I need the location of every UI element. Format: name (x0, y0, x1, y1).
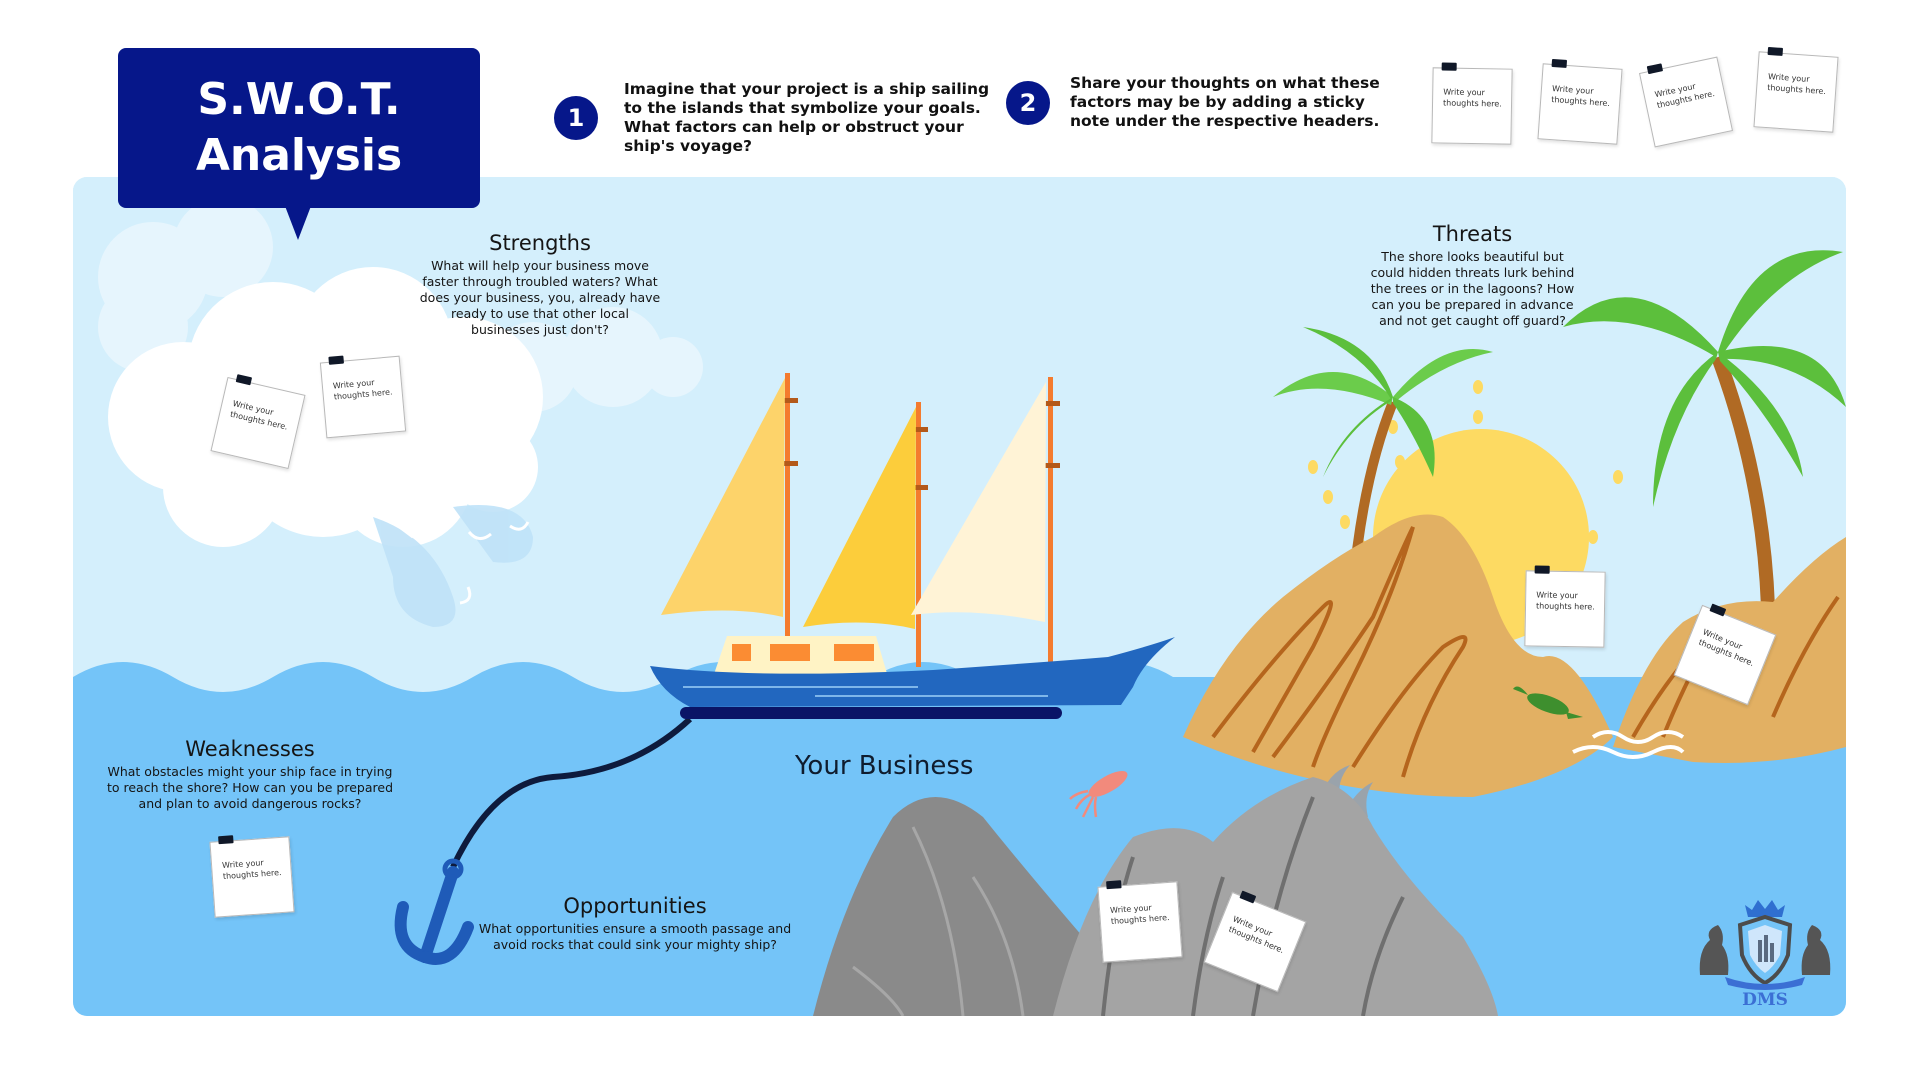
weaknesses-heading: Weaknesses (185, 737, 315, 761)
splash-icon (1572, 730, 1685, 759)
opportunities-description: What opportunities ensure a smooth passa… (478, 921, 792, 952)
sticky-note-template[interactable]: Write your thoughts here. (1753, 46, 1839, 133)
page-title: S.W.O.T. Analysis (118, 48, 480, 208)
tape-icon (218, 835, 234, 845)
strengths-sticky-note[interactable]: Write your thoughts here. (319, 355, 407, 439)
sticky-note-template[interactable]: Write your thoughts here. (1537, 58, 1623, 145)
tape-icon (328, 355, 345, 365)
weaknesses-section: Weaknesses What obstacles might your shi… (100, 736, 400, 812)
tape-icon (1551, 58, 1568, 68)
step-number-badge: 2 (1006, 80, 1050, 125)
step-text: Imagine that your project is a ship sail… (624, 80, 990, 155)
tape-icon (1441, 62, 1457, 71)
anchor-rope (450, 716, 693, 869)
sticky-note-text: Write your thoughts here. (1227, 914, 1286, 955)
sailboat-icon (650, 373, 1175, 719)
wind-icon (373, 505, 533, 627)
threats-section: Threats The shore looks beautiful but co… (1370, 221, 1575, 329)
sticky-note-text: Write your thoughts here. (1697, 627, 1756, 668)
opportunities-sticky-note[interactable]: Write your thoughts here. (1097, 880, 1183, 963)
logo-text: DMS (1742, 990, 1788, 1010)
dms-logo: DMS (1690, 895, 1840, 1015)
sticky-note-text: Write your thoughts here. (1653, 81, 1716, 110)
title-line-1: S.W.O.T. (197, 74, 401, 125)
sticky-note-text: Write your thoughts here. (229, 398, 289, 432)
threats-description: The shore looks beautiful but could hidd… (1370, 249, 1575, 328)
sticky-note-template[interactable]: Write your thoughts here. (1638, 56, 1734, 148)
strengths-section: Strengths What will help your business m… (415, 230, 665, 338)
opportunities-heading: Opportunities (563, 894, 707, 918)
crocodile-icon (1513, 686, 1583, 719)
tape-icon (1106, 880, 1122, 890)
sticky-note-text: Write your thoughts here. (1766, 72, 1827, 97)
threats-heading: Threats (1432, 222, 1513, 246)
step-text: Share your thoughts on what these factor… (1070, 74, 1380, 130)
crest-icon (1699, 900, 1831, 990)
weaknesses-description: What obstacles might your ship face in t… (106, 764, 394, 811)
your-business-label: Your Business (795, 751, 974, 781)
strengths-description: What will help your business move faster… (419, 258, 661, 337)
palm-tree-icon (1563, 250, 1846, 608)
weaknesses-sticky-note[interactable]: Write your thoughts here. (209, 835, 295, 918)
sticky-note-text: Write your thoughts here. (1550, 84, 1611, 109)
strengths-heading: Strengths (489, 231, 591, 255)
tape-icon (1767, 46, 1784, 56)
tape-icon (1646, 63, 1664, 75)
sticky-note-text: Write your thoughts here. (1535, 590, 1595, 612)
sticky-note-text: Write your thoughts here. (1109, 903, 1170, 927)
swot-canvas: Write your thoughts here. Write your tho… (73, 177, 1846, 1016)
sticky-note-text: Write your thoughts here. (221, 858, 282, 882)
squid-icon (1069, 771, 1128, 818)
instruction-step-2: 2 Share your thoughts on what these fact… (1006, 74, 1406, 131)
tape-icon (1534, 565, 1550, 574)
sticky-note-text: Write your thoughts here. (1442, 87, 1502, 109)
sticky-note-template[interactable]: Write your thoughts here. (1431, 62, 1513, 145)
opportunities-section: Opportunities What opportunities ensure … (470, 893, 800, 953)
threats-sticky-note[interactable]: Write your thoughts here. (1524, 565, 1606, 648)
title-pointer (285, 206, 311, 240)
step-number-badge: 1 (554, 96, 598, 140)
sticky-note-text: Write your thoughts here. (332, 377, 393, 402)
instruction-step-1: 1 Imagine that your project is a ship sa… (554, 80, 994, 156)
title-line-2: Analysis (195, 130, 403, 181)
anchor-icon (394, 866, 474, 965)
